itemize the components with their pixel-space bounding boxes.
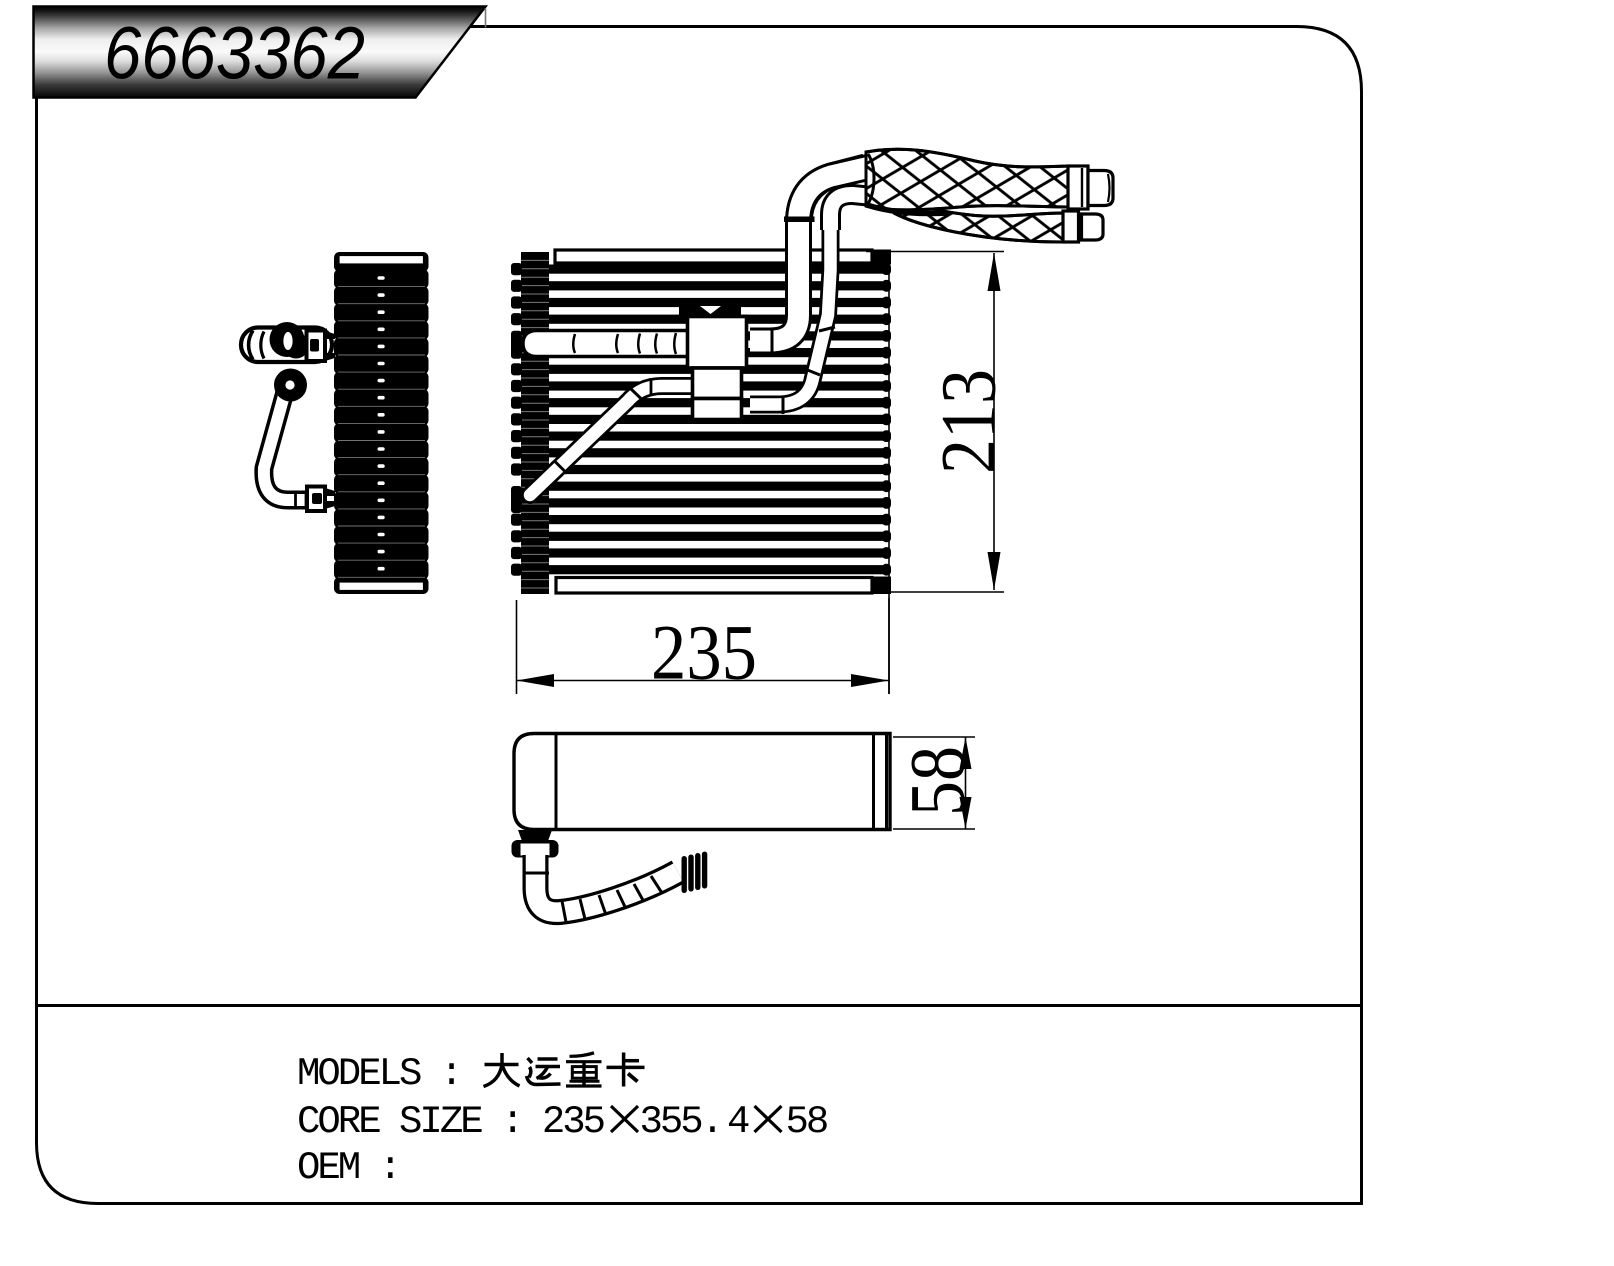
svg-text:213: 213 (925, 369, 1012, 474)
svg-text:6663362: 6663362 (104, 12, 365, 95)
svg-text:CORE SIZE : 235: CORE SIZE : 235 (297, 1100, 604, 1144)
svg-text:4: 4 (727, 1100, 749, 1144)
svg-text:58: 58 (894, 746, 981, 816)
svg-text:58: 58 (786, 1100, 827, 1144)
svg-text:355.: 355. (640, 1100, 722, 1144)
svg-text:MODELS :: MODELS : (297, 1052, 460, 1096)
svg-text:235: 235 (651, 609, 757, 696)
svg-text:OEM :: OEM : (297, 1146, 399, 1190)
